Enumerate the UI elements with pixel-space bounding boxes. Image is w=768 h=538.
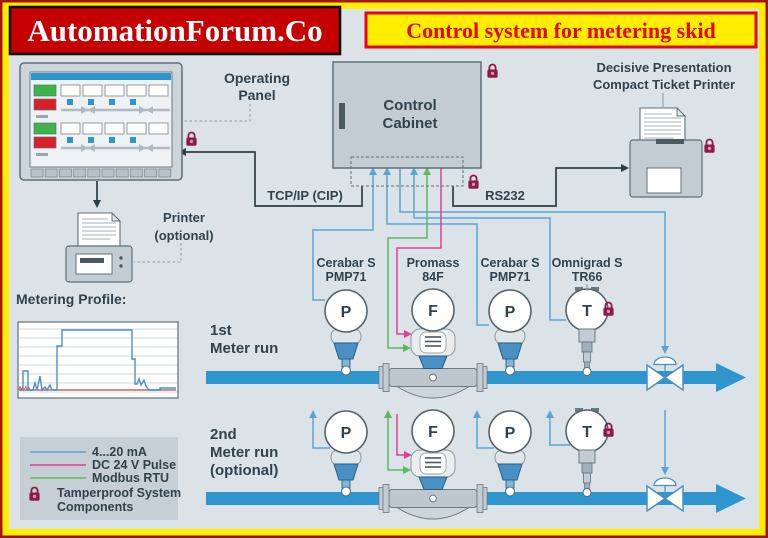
wire-p2-run2 (476, 418, 494, 449)
instrument-name: Cerabar S (316, 256, 375, 270)
page-title: Control system for metering skid (406, 18, 716, 43)
operating-panel-label-connector (184, 104, 251, 122)
control-cabinet-label-2: Cabinet (382, 115, 437, 132)
instrument-letter: P (341, 425, 352, 442)
legend-label-modbus: Modbus RTU (92, 471, 169, 485)
wires-pulse (396, 168, 442, 459)
ticket-printer (629, 106, 703, 198)
legend: 4...20 mA DC 24 V Pulse Modbus RTU Tampe… (20, 437, 181, 520)
brand-banner: AutomationForum.Co (8, 5, 342, 56)
instrument-model: TR66 (572, 270, 603, 284)
wire-p1-run2 (312, 418, 330, 449)
wire-valve-run1 (399, 168, 666, 346)
cabinet-io-dashed-box (350, 156, 464, 187)
rs232-label: RS232 (485, 188, 525, 203)
run2-label-3: (optional) (210, 462, 278, 479)
printer-label-2: (optional) (154, 228, 213, 243)
wire-p1-run1 (312, 175, 374, 301)
legend-tamperproof-1: Tamperproof System (57, 486, 181, 500)
instrument-letter: F (428, 303, 438, 320)
instrument-letter: P (505, 425, 516, 442)
wire-pulse-run2 (396, 414, 404, 456)
wire-modbus-run2 (387, 418, 403, 471)
legend-label-4-20ma: 4...20 mA (92, 445, 147, 459)
printer-paper (77, 211, 122, 247)
metering-profile-chart (17, 321, 179, 399)
operating-panel (19, 62, 183, 181)
wire-t-run2 (549, 418, 570, 446)
rs232-connection: RS232 (452, 164, 629, 207)
instrument-name: Cerabar S (480, 256, 539, 270)
instrument-letter: P (341, 304, 352, 321)
legend-label-pulse: DC 24 V Pulse (92, 458, 176, 472)
panel-screen-mimic (30, 84, 172, 178)
tcpip-label: TCP/IP (CIP) (267, 188, 343, 203)
run1-label-1: 1st (210, 322, 232, 339)
profile-curve (20, 329, 176, 392)
ticket-printer-label-1: Decisive Presentation (596, 60, 731, 75)
printer-label-connector (134, 243, 182, 263)
wire-modbus-run1 (387, 175, 428, 349)
panel-buttons (30, 168, 172, 178)
operating-panel-label-1: Operating (224, 70, 290, 86)
wire-t-run1 (413, 175, 566, 321)
control-cabinet: Control Cabinet (332, 61, 482, 169)
instrument-letter: T (582, 303, 592, 320)
instrument-letter: P (505, 304, 516, 321)
legend-tamperproof-2: Components (57, 500, 133, 514)
wire-pulse-run1 (396, 168, 442, 335)
run1-label-2: Meter run (210, 340, 278, 357)
instrument-model: 84F (422, 270, 444, 284)
wires-modbus (384, 167, 431, 474)
control-cabinet-label-1: Control (383, 97, 436, 114)
run2-label-1: 2nd (210, 426, 237, 443)
wires-4-20ma (309, 167, 669, 475)
printer-paper (639, 106, 687, 143)
run2-label-2: Meter run (210, 444, 278, 461)
wire-p2-run1 (386, 175, 489, 326)
instrument-model: PMP71 (326, 270, 367, 284)
brand-text: AutomationForum.Co (27, 13, 322, 48)
instrument-name: Omnigrad S (552, 256, 623, 270)
metering-profile-title: Metering Profile: (16, 291, 126, 307)
printer-optional (65, 211, 133, 283)
instrument-model: PMP71 (490, 270, 531, 284)
panel-printer-connection (93, 181, 101, 208)
ticket-printer-label-2: Compact Ticket Printer (593, 77, 735, 92)
instrument-letter: F (428, 424, 438, 441)
printer-label-1: Printer (163, 210, 205, 225)
instrument-letter: T (582, 424, 592, 441)
operating-panel-label-2: Panel (238, 87, 275, 103)
title-box: Control system for metering skid (364, 11, 758, 49)
instrument-name: Promass (407, 256, 460, 270)
